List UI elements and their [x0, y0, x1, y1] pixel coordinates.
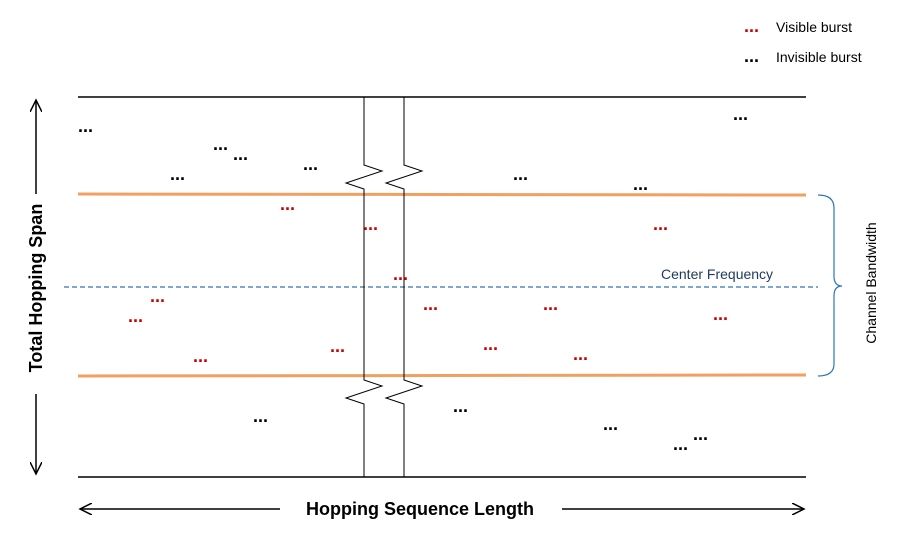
visible-burst: ...	[573, 344, 588, 364]
visible-burst: ...	[653, 214, 668, 234]
center-frequency-label: Center Frequency	[661, 266, 773, 282]
invisible-burst: ...	[213, 134, 228, 154]
legend-visible-symbol: ...	[744, 16, 759, 36]
invisible-burst: ...	[233, 144, 248, 164]
legend: ... Visible burst ... Invisible burst	[744, 16, 862, 66]
total-hopping-span-label: Total Hopping Span	[26, 204, 46, 373]
visible-burst: ...	[393, 264, 408, 284]
invisible-burst: ...	[253, 406, 268, 426]
invisible-burst: ...	[633, 174, 648, 194]
visible-bursts: ... ... ... ... ... ... ... ... ... ... …	[128, 194, 728, 366]
invisible-burst: ...	[78, 116, 93, 136]
visible-burst: ...	[713, 304, 728, 324]
channel-upper-edge	[77, 192, 807, 197]
break-line-left	[344, 97, 384, 477]
visible-burst: ...	[483, 334, 498, 354]
visible-burst: ...	[128, 306, 143, 326]
channel-bandwidth-bracket	[817, 194, 843, 377]
visible-burst: ...	[330, 336, 345, 356]
legend-invisible-label: Invisible burst	[776, 49, 862, 65]
invisible-burst: ...	[733, 104, 748, 124]
invisible-burst: ...	[303, 154, 318, 174]
visible-burst: ...	[363, 214, 378, 234]
legend-visible-label: Visible burst	[776, 19, 852, 35]
visible-burst: ...	[150, 286, 165, 306]
channel-bandwidth-label: Channel Bandwidth	[863, 222, 879, 343]
hopping-sequence-length-label: Hopping Sequence Length	[306, 499, 534, 519]
invisible-burst: ...	[513, 164, 528, 184]
invisible-burst: ...	[693, 424, 708, 444]
invisible-burst: ...	[673, 434, 688, 454]
invisible-bursts: ... ... ... ... ... ... ... ... ... ... …	[78, 104, 748, 454]
channel-lower-edge	[77, 373, 807, 378]
invisible-burst: ...	[603, 414, 618, 434]
visible-burst: ...	[423, 294, 438, 314]
invisible-burst: ...	[170, 164, 185, 184]
invisible-burst: ...	[453, 396, 468, 416]
visible-burst: ...	[543, 294, 558, 314]
break-line-right	[384, 97, 424, 477]
visible-burst: ...	[280, 194, 295, 214]
legend-invisible-symbol: ...	[744, 46, 759, 66]
visible-burst: ...	[193, 346, 208, 366]
